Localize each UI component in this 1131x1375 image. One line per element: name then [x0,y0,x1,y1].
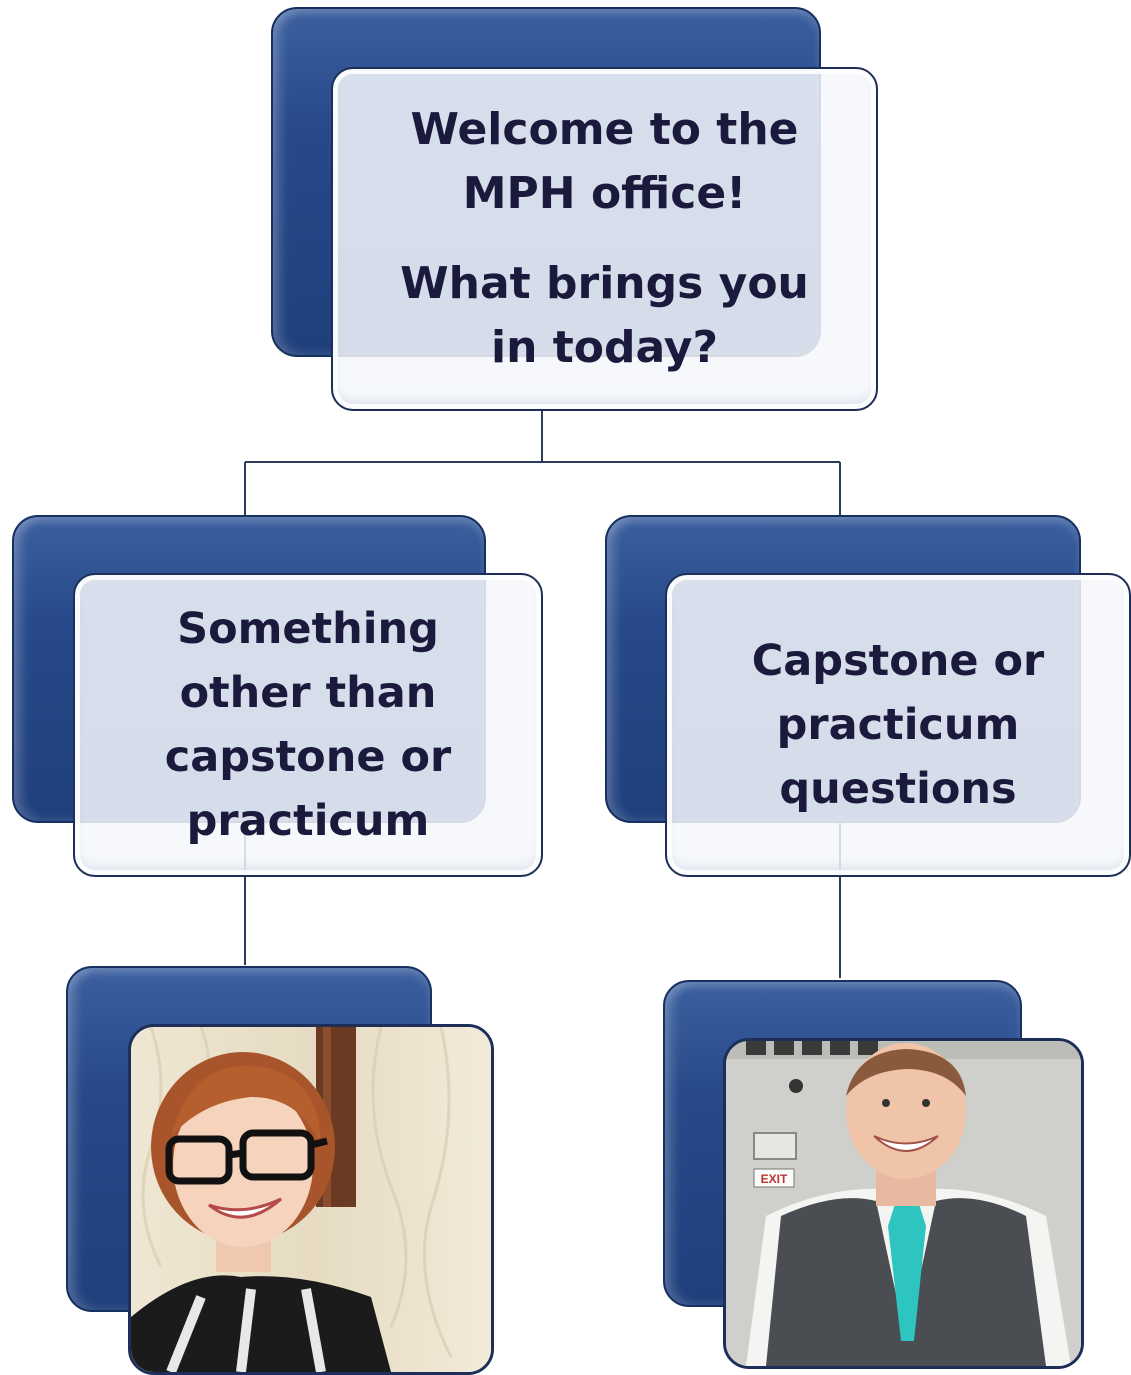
welcome-text: Welcome to the MPH office! [410,104,799,219]
right-node-label: Capstone or practicum questions [751,636,1045,814]
left-node: Something other than capstone or practic… [73,573,543,877]
exit-sign-text: EXIT [761,1172,788,1186]
left-person-photo [128,1024,494,1375]
left-node-label: Something other than capstone or practic… [164,604,452,846]
top-node: Welcome to the MPH office! What brings y… [331,67,878,411]
right-node: Capstone or practicum questions [665,573,1131,877]
right-person-photo: EXIT [723,1038,1084,1369]
question-text: What brings you in today? [400,258,809,373]
